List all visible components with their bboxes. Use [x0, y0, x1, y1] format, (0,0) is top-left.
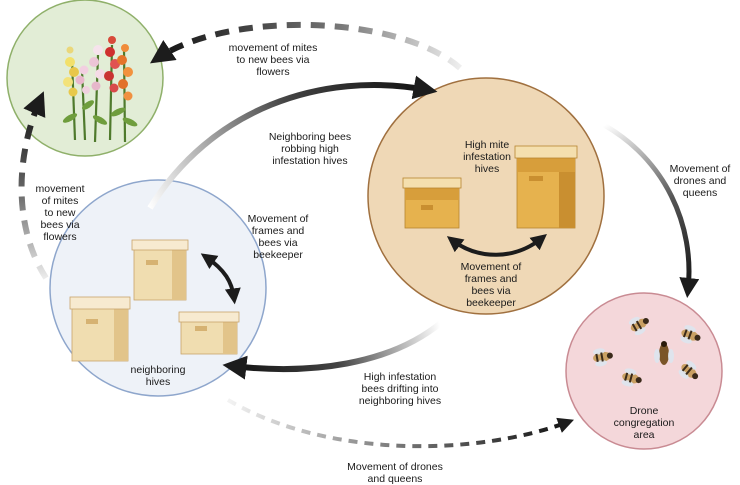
bee-icon — [628, 316, 649, 336]
beehive-icon — [402, 177, 462, 229]
bee-icon — [621, 368, 642, 387]
arrow-mites-to-flowers-top — [150, 21, 462, 71]
neighboring-hives-label: neighboring hives — [130, 364, 186, 388]
edge-label-mites-flowers-top: movement of mites to new bees via flower… — [228, 42, 318, 78]
edge-label-frames-neighbor: Movement of frames and bees via beekeepe… — [247, 213, 309, 261]
high-infestation-label: High mite infestation hives — [463, 139, 511, 175]
arrow-drifting — [222, 319, 444, 380]
edge-label-robbing: Neighboring bees robbing high infestatio… — [268, 131, 352, 167]
drone-congregation-label: Drone congregation area — [613, 405, 675, 441]
edge-label-drones-right: Movement of drones and queens — [669, 163, 731, 199]
arrow-robbing — [147, 75, 438, 210]
bee-icon — [678, 360, 699, 380]
arrow-drones-bottom — [226, 398, 574, 449]
bee-icon — [593, 348, 613, 367]
bee-icon — [654, 341, 674, 365]
arrow-frames-neighbor — [200, 253, 241, 305]
beehive-icon — [69, 296, 131, 362]
arrow-drones-right — [602, 122, 700, 298]
edge-label-drones-bottom: Movement of drones and queens — [347, 461, 443, 485]
snapdragon-flowers-icon — [62, 36, 138, 143]
arrow-frames-high — [446, 233, 547, 257]
edge-label-frames-high: Movement of frames and bees via beekeepe… — [460, 261, 522, 309]
beehive-icon — [178, 311, 240, 355]
edge-label-drifting: High infestation bees drifting into neig… — [358, 371, 442, 407]
beehive-icon — [131, 239, 189, 301]
high-infestation-node-circle — [367, 77, 605, 315]
beehive-icon — [514, 145, 578, 229]
bee-icon — [680, 325, 701, 344]
edge-label-mites-flowers-left: movement of mites to new bees via flower… — [35, 183, 85, 243]
